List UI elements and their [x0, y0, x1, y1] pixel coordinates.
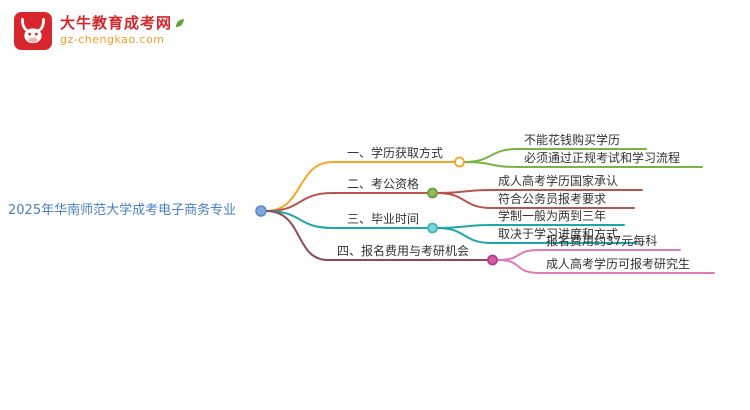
bull-icon: [14, 12, 52, 50]
branch-2-node: 二、考公资格: [347, 177, 420, 191]
branch-2-line: [265, 192, 429, 212]
logo-title: 大牛教育成考网: [60, 14, 173, 32]
branch-4-child-2-line: [496, 259, 715, 274]
branch-4-dot: [487, 254, 498, 266]
branch-4-child-2-node: 成人高考学历可报考研究生: [546, 257, 691, 271]
leaf-icon: [176, 19, 185, 27]
branch-4-line: [265, 210, 489, 261]
site-logo[interactable]: 大牛教育成考网 gz-chengkao.com: [14, 12, 185, 50]
root-node: 2025年华南师范大学成考电子商务专业: [8, 203, 237, 218]
branch-2-dot: [427, 187, 438, 199]
branch-2-child-1-node: 成人高考学历国家承认: [498, 174, 619, 188]
branch-4-node: 四、报名费用与考研机会: [337, 244, 470, 258]
branch-4-child-1-node: 报名费用约37元每科: [546, 234, 658, 248]
logo-domain: gz-chengkao.com: [60, 33, 165, 46]
branch-3-child-2-line: [436, 227, 637, 244]
branch-1-child-1-node: 不能花钱购买学历: [524, 133, 621, 147]
branch-3-dot: [427, 222, 438, 234]
branch-1-child-2-line: [463, 161, 703, 168]
branch-3-child-1-node: 学制一般为两到三年: [498, 209, 607, 223]
branch-1-node: 一、学历获取方式: [347, 146, 444, 160]
branch-2-child-2-line: [436, 192, 635, 209]
root-dot: [255, 205, 267, 217]
branch-3-child-2-node: 取决于学习进度和方式: [498, 227, 619, 241]
branch-1-line: [265, 161, 456, 212]
branch-3-node: 三、毕业时间: [347, 212, 420, 226]
branch-1-child-2-node: 必须通过正规考试和学习流程: [524, 151, 681, 165]
branch-3-line: [265, 210, 429, 229]
branch-2-child-2-node: 符合公务员报考要求: [498, 192, 607, 206]
branch-1-dot: [454, 156, 465, 168]
